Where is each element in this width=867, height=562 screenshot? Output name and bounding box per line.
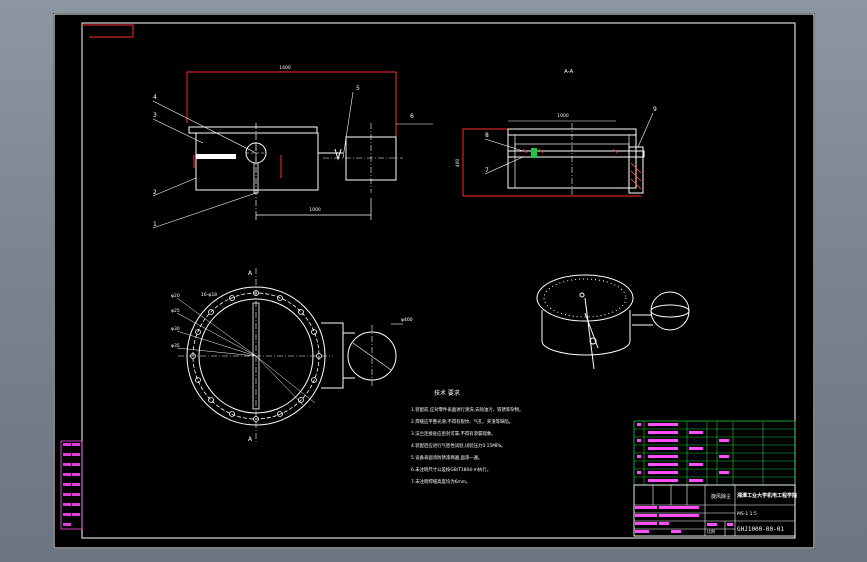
note-line-4: 4.装配后应进行气密性试验,试验压力0.15MPa。 bbox=[411, 442, 506, 449]
section-label: A-A bbox=[564, 69, 574, 75]
technical-notes: 技术 要求 1.装配前,应对零件表面进行清洗,去除油污、铁锈等杂物。 2.焊缝应… bbox=[411, 389, 523, 485]
leader-label-2: 2 bbox=[153, 189, 157, 196]
inner-frame bbox=[81, 22, 796, 539]
cad-viewport[interactable]: 1400 1000 bbox=[53, 13, 815, 549]
section-view: A-A 1000 400 8 bbox=[455, 69, 657, 197]
section-mark-bottom: A bbox=[248, 436, 253, 443]
note-line-1: 1.装配前,应对零件表面进行清洗,去除油污、铁锈等杂物。 bbox=[411, 406, 523, 413]
leader-label-3: 3 bbox=[153, 112, 157, 119]
leader-label-4: 4 bbox=[153, 94, 157, 101]
title-block: 旋风除尘 湘潭工业大学机电工程学院 MS-1 1:5 GHJ1000-00-01… bbox=[633, 420, 797, 537]
cad-drawing: 1400 1000 bbox=[53, 13, 815, 549]
leader-label-1: 1 bbox=[153, 221, 157, 228]
note-line-6: 6.未注明尺寸公差按GB/T1804-m执行。 bbox=[411, 466, 491, 473]
isometric-view bbox=[536, 274, 690, 370]
title-drawing-number: GHJ1000-00-01 bbox=[737, 526, 784, 533]
outer-frame bbox=[53, 13, 815, 549]
hole-label-1: φ20 bbox=[171, 293, 180, 299]
title-stamp-box bbox=[82, 24, 134, 38]
section-mark-top: A bbox=[248, 270, 253, 277]
hole-label-4: φ35 bbox=[171, 343, 180, 349]
left-margin-table bbox=[60, 440, 83, 530]
plan-view: A A φ20 φ25 φ30 φ3 bbox=[171, 268, 413, 443]
leader-label-8: 8 bbox=[485, 132, 489, 139]
bolt-label: 16-φ18 bbox=[201, 292, 217, 298]
notes-title: 技术 要求 bbox=[434, 389, 460, 397]
leader-label-5: 5 bbox=[356, 85, 360, 92]
pipe-dim: φ400 bbox=[401, 317, 413, 323]
leader-label-9: 9 bbox=[653, 106, 657, 113]
hole-label-3: φ30 bbox=[171, 326, 180, 332]
title-company: 湘潭工业大学机电工程学院 bbox=[737, 492, 797, 499]
leader-label-7: 7 bbox=[485, 167, 489, 174]
note-line-5: 5.设备表面涂防锈漆两遍,面漆一遍。 bbox=[411, 454, 482, 461]
front-view: 1400 1000 bbox=[152, 65, 433, 229]
title-drawing-name: 旋风除尘 bbox=[711, 493, 731, 500]
note-line-3: 3.法兰连接处应密封可靠,不得有渗漏现象。 bbox=[411, 430, 496, 437]
dim-front-top: 1400 bbox=[279, 65, 291, 71]
leader-label-6: 6 bbox=[410, 113, 414, 120]
dim-front-bottom: 1000 bbox=[309, 207, 321, 213]
title-material-row: MS-1 1:5 bbox=[737, 511, 757, 517]
dim-section-top: 1000 bbox=[557, 113, 569, 119]
note-line-7: 7.未注明焊缝高度均为6mm。 bbox=[411, 478, 470, 485]
dim-section-side: 400 bbox=[455, 159, 461, 168]
title-scale-label: 比例 bbox=[707, 528, 715, 534]
hole-label-2: φ25 bbox=[171, 308, 180, 314]
note-line-2: 2.焊缝应平整光滑,不得有裂纹、气孔、夹渣等缺陷。 bbox=[411, 418, 513, 425]
